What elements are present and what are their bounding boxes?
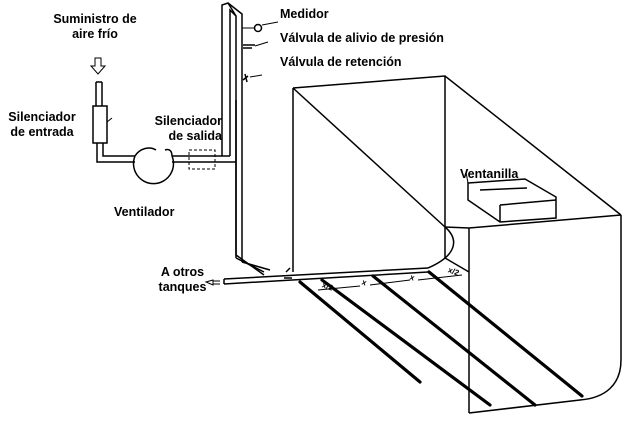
meter-label: Medidor [280, 7, 329, 21]
outlet-silencer-label-line-1: Silenciador [154, 114, 222, 128]
inlet-silencer [92, 105, 113, 144]
inlet-silencer-label: Silenciador de entrada [0, 110, 84, 140]
other-tanks-label-line-2: tanques [158, 280, 207, 294]
diffuser-line-4 [427, 270, 584, 398]
window-box [465, 171, 557, 223]
outlet-silencer [188, 149, 216, 170]
supply-label: Suministro de aire frío [20, 12, 170, 42]
header-drop-pipe [235, 100, 271, 276]
inlet-silencer-label-line-2: de entrada [10, 125, 74, 139]
relief-valve-label: Válvula de alivio de presión [280, 31, 444, 45]
other-tanks-label: A otros tanques [155, 265, 210, 295]
diffuser-line-3 [371, 274, 537, 407]
supply-label-line-2: aire frío [72, 27, 118, 41]
diffuser-lines [298, 270, 584, 407]
other-tanks-label-line-1: A otros [160, 265, 205, 279]
fan [132, 147, 175, 185]
diffuser-line-1 [298, 280, 422, 384]
window-label: Ventanilla [460, 167, 519, 181]
supply-label-line-1: Suministro de [53, 12, 137, 26]
inlet-pipe [95, 81, 103, 106]
relief-valve-icon [243, 41, 269, 49]
fan-outlet-pipe [172, 155, 236, 163]
dimension-arrows [317, 274, 463, 291]
supply-arrow-icon [89, 57, 107, 75]
air-header-pipe [223, 267, 429, 285]
outlet-silencer-label: Silenciador de salida [147, 114, 222, 144]
fan-label: Ventilador [114, 205, 175, 219]
outlet-silencer-label-line-2: de salida [168, 129, 223, 143]
check-valve-icon [242, 73, 263, 83]
tank [292, 75, 622, 414]
fan-inlet-pipe [96, 143, 135, 163]
inlet-silencer-label-line-1: Silenciador [8, 110, 76, 124]
other-tanks-arrow-icon [204, 279, 220, 286]
check-valve-label: Válvula de retención [280, 55, 402, 69]
diffuser-line-2 [320, 278, 492, 407]
riser-pipe [221, 2, 243, 262]
meter-icon [242, 21, 279, 33]
